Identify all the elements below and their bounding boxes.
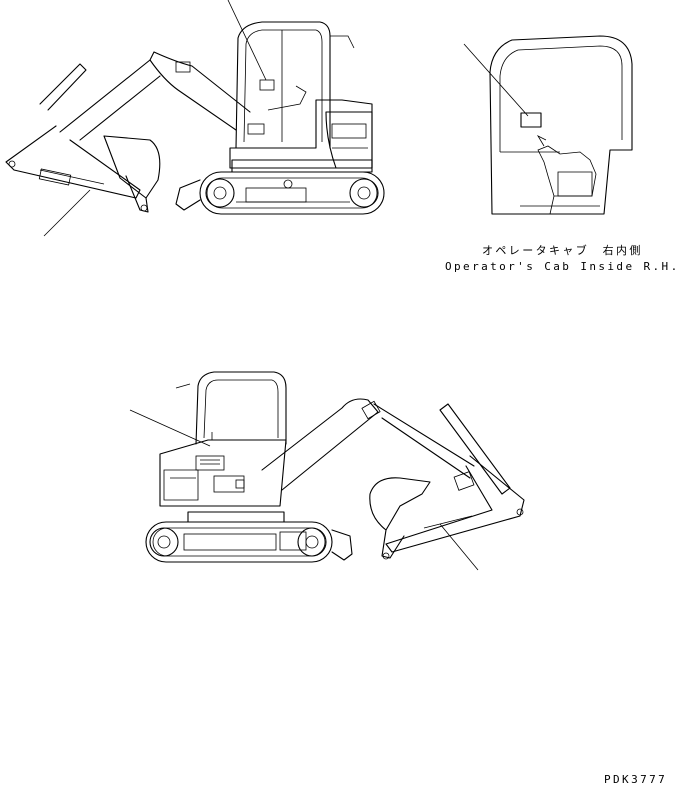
cab-inside-label-en: Operator's Cab Inside R.H. [445,260,680,273]
drawing-code: PDK3777 [604,773,668,786]
excavator-right-side-icon [5,0,385,237]
excavator-left-side-icon [129,371,525,571]
cab-inside-label-jp: オペレータキャブ 右内側 [482,244,643,257]
cab-inside-view-icon [463,35,633,215]
